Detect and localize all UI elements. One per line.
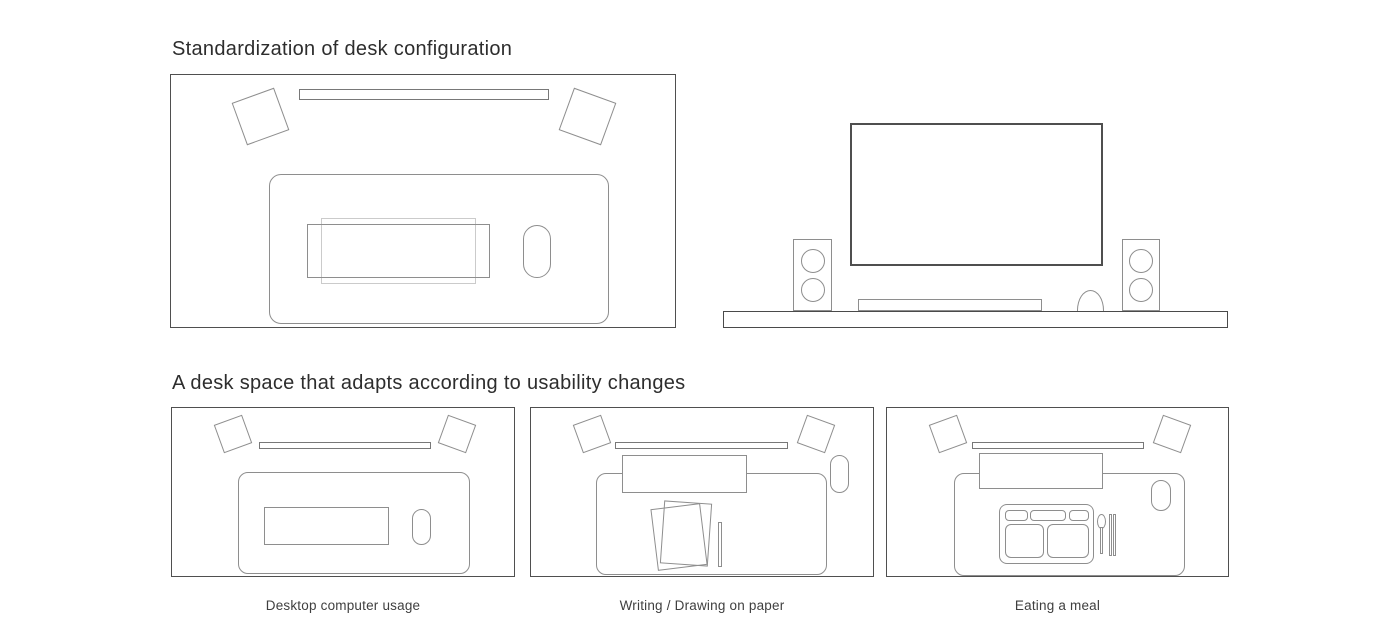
tray-compartment-large-icon [1047,524,1089,558]
speaker-driver-icon [800,248,825,273]
keyboard-ghost-icon [321,218,476,284]
writing-drawing-diagram [530,407,874,577]
left-speaker-icon [572,414,612,454]
keyboard-pushed-up-icon [979,453,1103,489]
mouse-icon [412,509,431,545]
monitor-side-icon [850,123,1103,266]
desk-mat-icon [269,174,609,324]
right-speaker-side-icon [1122,239,1160,311]
keyboard-pushed-up-icon [622,455,747,493]
monitor-icon [615,442,788,449]
eating-meal-diagram [886,407,1229,577]
desktop-usage-diagram [171,407,515,577]
tray-compartment-large-icon [1005,524,1044,558]
mouse-icon [1151,480,1171,511]
paper-sheet-front-icon [659,500,713,567]
caption-desktop-usage: Desktop computer usage [265,598,421,613]
left-speaker-side-icon [793,239,832,311]
mouse-side-icon [1077,290,1104,311]
desk-surface-icon [723,311,1228,328]
tray-compartment-small-icon [1069,510,1089,521]
left-speaker-icon [231,87,290,146]
pen-icon [718,522,722,567]
tray-compartment-small-icon [1005,510,1028,521]
monitor-icon [299,89,549,100]
caption-eating-meal: Eating a meal [1014,598,1101,613]
left-speaker-icon [928,414,968,454]
desk-top-view-diagram [170,74,676,328]
right-speaker-icon [1152,414,1192,454]
speaker-driver-icon [1129,248,1153,273]
section-title-standardization: Standardization of desk configuration [172,38,513,60]
right-speaker-icon [796,414,836,454]
mouse-icon [523,225,551,278]
mouse-set-aside-icon [830,455,849,493]
spoon-handle-icon [1100,527,1103,554]
section-title-adaptive: A desk space that adapts according to us… [172,372,686,394]
tray-compartment-small-icon [1030,510,1066,521]
keyboard-icon [264,507,389,545]
left-speaker-icon [213,414,253,454]
chopstick-icon [1113,514,1116,556]
food-tray-icon [999,504,1094,564]
right-speaker-icon [437,414,477,454]
speaker-driver-icon [800,277,825,302]
monitor-icon [972,442,1144,449]
right-speaker-icon [558,87,617,146]
keyboard-side-icon [858,299,1042,311]
chopstick-icon [1109,514,1112,556]
speaker-driver-icon [1129,277,1153,302]
desk-side-view-diagram [723,123,1228,328]
caption-writing-drawing: Writing / Drawing on paper [619,598,785,613]
monitor-icon [259,442,431,449]
desk-mat-icon [238,472,470,574]
keyboard-icon [307,224,490,278]
